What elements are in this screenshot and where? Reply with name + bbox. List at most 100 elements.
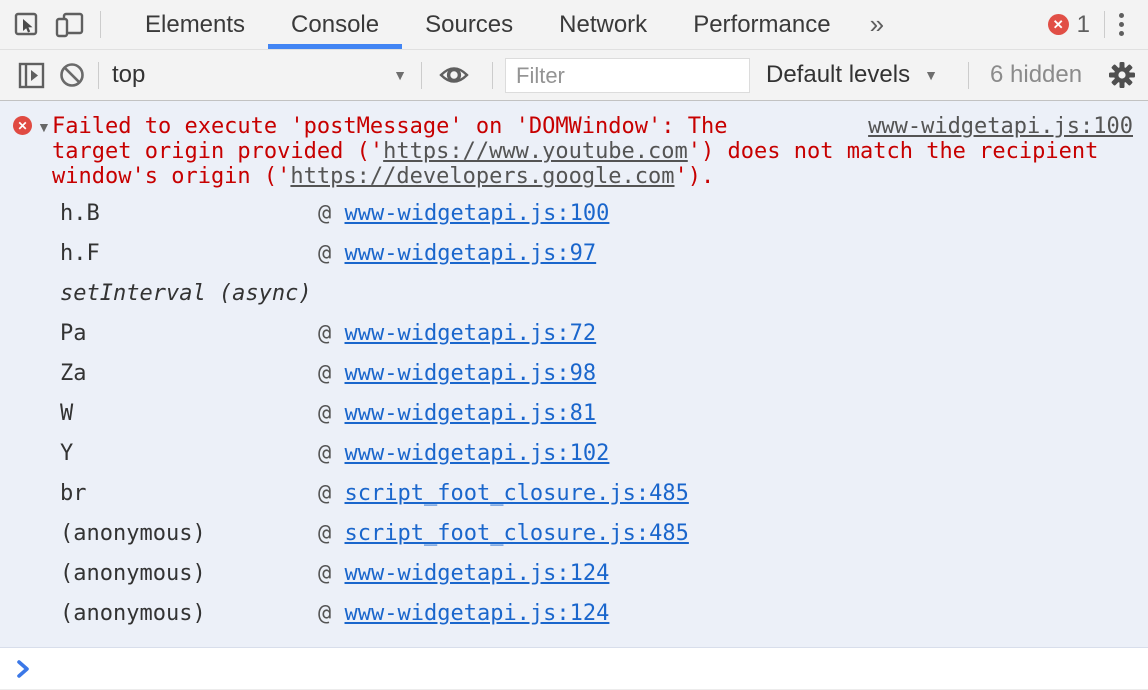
error-line2-post: ') does not match the recipient — [687, 139, 1099, 164]
stack-frame-row: (anonymous) @ www-widgetapi.js:124 — [0, 553, 1148, 593]
stack-frame-location: @ www-widgetapi.js:72 — [318, 321, 596, 346]
tab-label: Performance — [693, 10, 831, 38]
stack-frame-location: @ www-widgetapi.js:124 — [318, 601, 609, 626]
stack-frame-source-link[interactable]: www-widgetapi.js:100 — [344, 200, 610, 226]
devtools-tab-bar: Elements Console Sources Network Perform… — [0, 0, 1148, 50]
stack-frame-location: @ script_foot_closure.js:485 — [318, 481, 689, 506]
stack-frame-function: (anonymous) — [60, 520, 206, 546]
at-symbol: @ — [318, 400, 345, 426]
error-badge-glyph: ✕ — [1052, 16, 1064, 32]
stack-frame-source-link[interactable]: www-widgetapi.js:98 — [344, 360, 597, 386]
stack-frame-location: @ www-widgetapi.js:98 — [318, 361, 596, 386]
stack-frame-source-link[interactable]: www-widgetapi.js:124 — [344, 560, 610, 586]
console-sidebar-icon[interactable] — [16, 50, 46, 100]
chevron-down-icon: ▼ — [924, 67, 938, 83]
tab-label: Sources — [425, 10, 514, 38]
stack-frame-location: @ www-widgetapi.js:97 — [318, 241, 596, 266]
stack-trace-disclosure-triangle-icon[interactable]: ▼ — [37, 119, 51, 135]
tab-elements[interactable]: Elements — [122, 0, 268, 49]
toolbar-divider — [968, 62, 969, 89]
stack-frame-row: setInterval (async) — [0, 273, 1148, 313]
more-options-menu-icon[interactable] — [1105, 13, 1138, 36]
log-levels-dropdown[interactable]: Default levels ▼ — [766, 50, 938, 100]
error-count-badge-icon[interactable]: ✕ — [1047, 14, 1069, 35]
tab-console[interactable]: Console — [268, 0, 403, 49]
error-icon-glyph: ✕ — [17, 118, 28, 133]
error-line3-pre: window's origin (' — [52, 164, 291, 189]
at-symbol: @ — [318, 200, 345, 226]
at-symbol: @ — [318, 360, 345, 386]
stack-frame-location: @ www-widgetapi.js:100 — [318, 201, 609, 226]
device-toolbar-icon[interactable] — [52, 0, 86, 49]
error-source-link[interactable]: www-widgetapi.js:100 — [868, 114, 1133, 139]
settings-gear-icon[interactable] — [1104, 50, 1140, 100]
tab-network[interactable]: Network — [536, 0, 670, 49]
inspect-element-icon[interactable] — [12, 0, 42, 49]
stack-frame-row: h.F @ www-widgetapi.js:97 — [0, 233, 1148, 273]
error-count: 1 — [1076, 10, 1090, 38]
stack-frame-source-link[interactable]: www-widgetapi.js:72 — [344, 320, 597, 346]
stack-frame-location: @ script_foot_closure.js:485 — [318, 521, 689, 546]
stack-frame-function: W — [60, 400, 74, 426]
stack-frame-row: Y @ www-widgetapi.js:102 — [0, 433, 1148, 473]
execution-context-value: top — [112, 61, 146, 88]
stack-frame-source-link[interactable]: www-widgetapi.js:81 — [344, 400, 597, 426]
tab-performance[interactable]: Performance — [670, 0, 853, 49]
stack-frame-function: (anonymous) — [60, 600, 206, 626]
clear-console-icon[interactable] — [57, 50, 87, 100]
log-levels-label: Default levels — [766, 61, 911, 88]
tab-label: Elements — [145, 10, 246, 38]
stack-frame-row: br @ script_foot_closure.js:485 — [0, 473, 1148, 513]
at-symbol: @ — [318, 320, 345, 346]
tab-list: Elements Console Sources Network Perform… — [122, 0, 900, 49]
toolbar-divider — [98, 62, 99, 89]
chevron-down-icon: ▼ — [393, 67, 407, 83]
tab-label: Network — [559, 10, 648, 38]
error-line2-pre: target origin provided (' — [52, 139, 384, 164]
error-line1: Failed to execute 'postMessage' on 'DOMW… — [52, 114, 728, 139]
at-symbol: @ — [318, 600, 345, 626]
console-prompt[interactable] — [0, 648, 1148, 690]
stack-frame-source-link[interactable]: script_foot_closure.js:485 — [344, 480, 689, 506]
error-line3-post: '). — [674, 164, 715, 189]
stack-frame-source-link[interactable]: www-widgetapi.js:124 — [344, 600, 610, 626]
stack-frame-source-link[interactable]: www-widgetapi.js:102 — [344, 440, 610, 466]
stack-frame-function: Pa — [60, 320, 87, 346]
stack-frame-source-link[interactable]: www-widgetapi.js:97 — [344, 240, 597, 266]
toolbar-divider — [492, 62, 493, 89]
stack-frame-location: @ www-widgetapi.js:102 — [318, 441, 609, 466]
error-message-text: Failed to execute 'postMessage' on 'DOMW… — [0, 114, 1148, 189]
execution-context-selector[interactable]: top ▼ — [112, 50, 407, 100]
tab-sources[interactable]: Sources — [402, 0, 536, 49]
error-level-icon: ✕ — [13, 116, 32, 135]
tab-label: Console — [291, 10, 380, 38]
filter-input[interactable] — [505, 58, 750, 93]
stack-frame-location: @ www-widgetapi.js:124 — [318, 561, 609, 586]
toolbar-divider — [421, 62, 422, 89]
google-origin-link[interactable]: https://developers.google.com — [290, 164, 675, 189]
hidden-messages-count: 6 hidden — [990, 61, 1083, 88]
stack-frame-function: h.F — [60, 240, 100, 266]
toolbar-divider — [100, 11, 101, 38]
stack-frame-function: Za — [60, 360, 87, 386]
stack-frame-row: h.B @ www-widgetapi.js:100 — [0, 193, 1148, 233]
at-symbol: @ — [318, 240, 345, 266]
at-symbol: @ — [318, 440, 345, 466]
console-toolbar: top ▼ Default levels ▼ 6 hidden — [0, 50, 1148, 101]
at-symbol: @ — [318, 480, 345, 506]
stack-frame-function: Y — [60, 440, 74, 466]
stack-frame-location: @ www-widgetapi.js:81 — [318, 401, 596, 426]
stack-frame-function: h.B — [60, 200, 100, 226]
stack-frame-source-link[interactable]: script_foot_closure.js:485 — [344, 520, 689, 546]
stack-frame-function: br — [60, 480, 87, 506]
live-expression-eye-icon[interactable] — [434, 50, 474, 100]
stack-frame-function: setInterval (async) — [60, 280, 312, 306]
stack-frame-row: W @ www-widgetapi.js:81 — [0, 393, 1148, 433]
stack-frame-row: Za @ www-widgetapi.js:98 — [0, 353, 1148, 393]
stack-frame-row: Pa @ www-widgetapi.js:72 — [0, 313, 1148, 353]
youtube-origin-link[interactable]: https://www.youtube.com — [383, 139, 688, 164]
console-error-message: ✕ ▼ www-widgetapi.js:100 Failed to execu… — [0, 101, 1148, 648]
tabbar-right-group: ✕ 1 — [1047, 0, 1138, 49]
tab-overflow-chevron-icon[interactable]: » — [869, 9, 885, 39]
console-messages-area: ✕ ▼ www-widgetapi.js:100 Failed to execu… — [0, 101, 1148, 690]
